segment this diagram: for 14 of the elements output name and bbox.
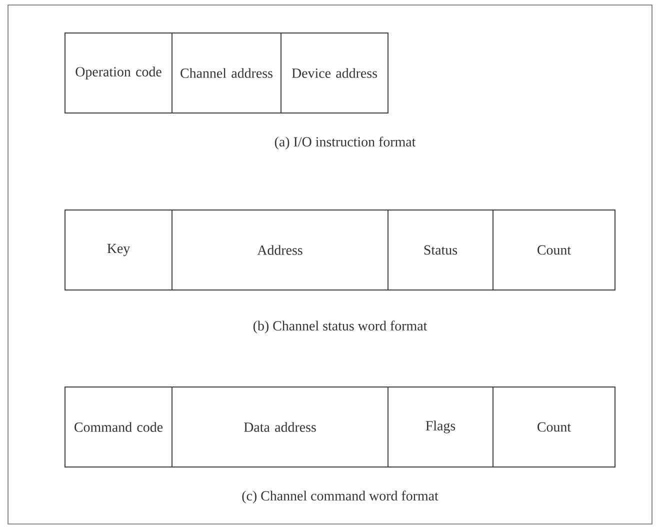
field-box: Channel address	[172, 32, 282, 114]
field-box: Count	[492, 210, 616, 290]
field-box: Flags	[388, 386, 494, 468]
field-box: Key	[64, 210, 172, 290]
field-box: Command code	[64, 386, 172, 468]
field-box: Device address	[280, 32, 388, 114]
field-box: Operation code	[64, 32, 172, 114]
field-box: Data address	[172, 386, 388, 468]
figure-caption: (a) I/O instruction format	[274, 136, 416, 150]
field-box: Address	[172, 210, 388, 290]
figure-caption: (b) Channel status word format	[253, 320, 428, 334]
field-box: Count	[492, 386, 616, 468]
figure-caption: (c) Channel command word format	[242, 490, 438, 504]
field-box: Status	[388, 210, 494, 290]
